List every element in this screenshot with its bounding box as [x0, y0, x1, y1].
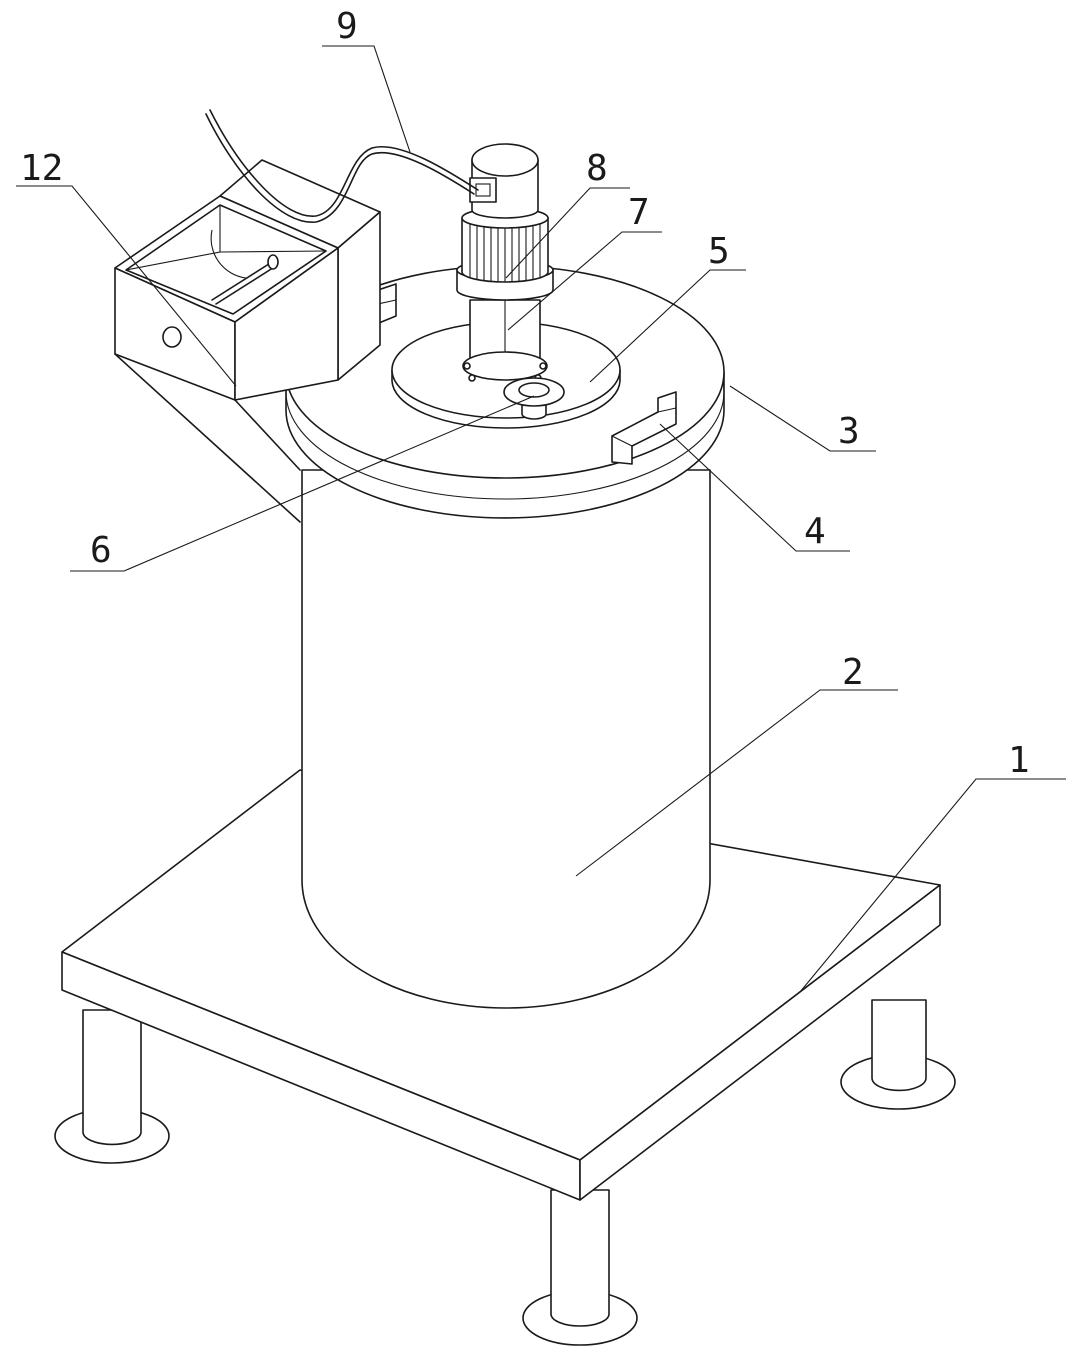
leg-back-right: [840, 999, 956, 1110]
motor-body: [471, 143, 539, 219]
callout-1: 1: [1008, 740, 1030, 781]
callout-labels: 1 2 3 4 5 6 7 8 9 12: [20, 6, 1030, 781]
hopper-support-bracket: [114, 353, 301, 523]
callout-2: 2: [842, 652, 864, 693]
hopper-box: [114, 159, 381, 401]
callout-6: 6: [90, 530, 112, 571]
callout-4: 4: [804, 511, 826, 552]
leader-lines: [16, 45, 1066, 993]
tank-body: [301, 469, 711, 1009]
motor-mount: [462, 299, 548, 382]
feed-port: [503, 377, 565, 420]
reducer-gearbox: [456, 207, 554, 301]
power-cable: [205, 109, 479, 223]
lid-handle-right: [611, 391, 677, 465]
callout-7: 7: [628, 192, 650, 233]
callout-3: 3: [838, 411, 860, 452]
leg-front-center: [522, 1189, 638, 1346]
leg-front-left: [54, 1009, 170, 1164]
callout-12: 12: [20, 148, 63, 189]
junction-box: [469, 177, 497, 203]
callout-9: 9: [336, 6, 358, 47]
callout-8: 8: [586, 148, 608, 189]
callout-5: 5: [708, 231, 730, 272]
